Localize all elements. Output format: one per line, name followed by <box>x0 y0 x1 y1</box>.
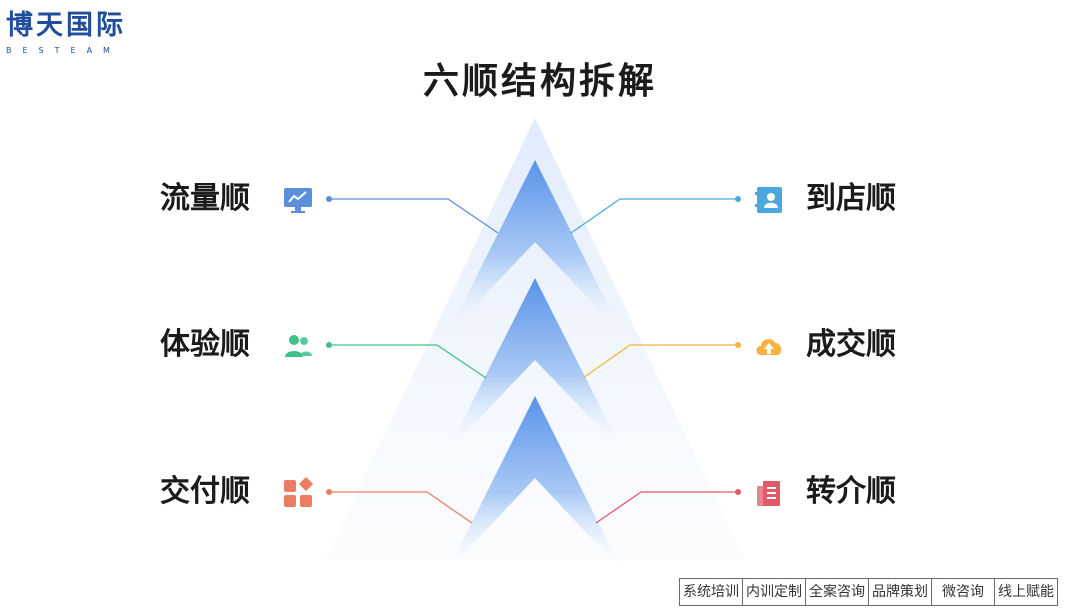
service-online-empowerment: 线上赋能 <box>995 579 1057 605</box>
label-deal: 成交顺 <box>806 327 896 363</box>
contact-card-icon <box>753 184 785 216</box>
label-experience: 体验顺 <box>160 327 250 363</box>
connector-right-1 <box>571 196 741 233</box>
label-referral: 转介顺 <box>806 474 896 510</box>
service-full-consulting: 全案咨询 <box>806 579 869 605</box>
label-traffic: 流量顺 <box>160 181 250 217</box>
grid-blocks-icon <box>282 477 314 509</box>
label-delivery: 交付顺 <box>160 474 250 510</box>
trend-monitor-icon <box>282 184 314 216</box>
connector-left-1 <box>326 196 498 233</box>
services-bar: 系统培训 内训定制 全案咨询 品牌策划 微咨询 线上赋能 <box>679 578 1058 606</box>
service-micro-consulting: 微咨询 <box>932 579 995 605</box>
users-icon <box>282 330 314 362</box>
label-store-visit: 到店顺 <box>806 181 896 217</box>
service-system-training: 系统培训 <box>680 579 743 605</box>
service-custom-training: 内训定制 <box>743 579 806 605</box>
document-stack-icon <box>753 477 785 509</box>
service-brand-planning: 品牌策划 <box>869 579 932 605</box>
cloud-upload-icon <box>753 330 785 362</box>
